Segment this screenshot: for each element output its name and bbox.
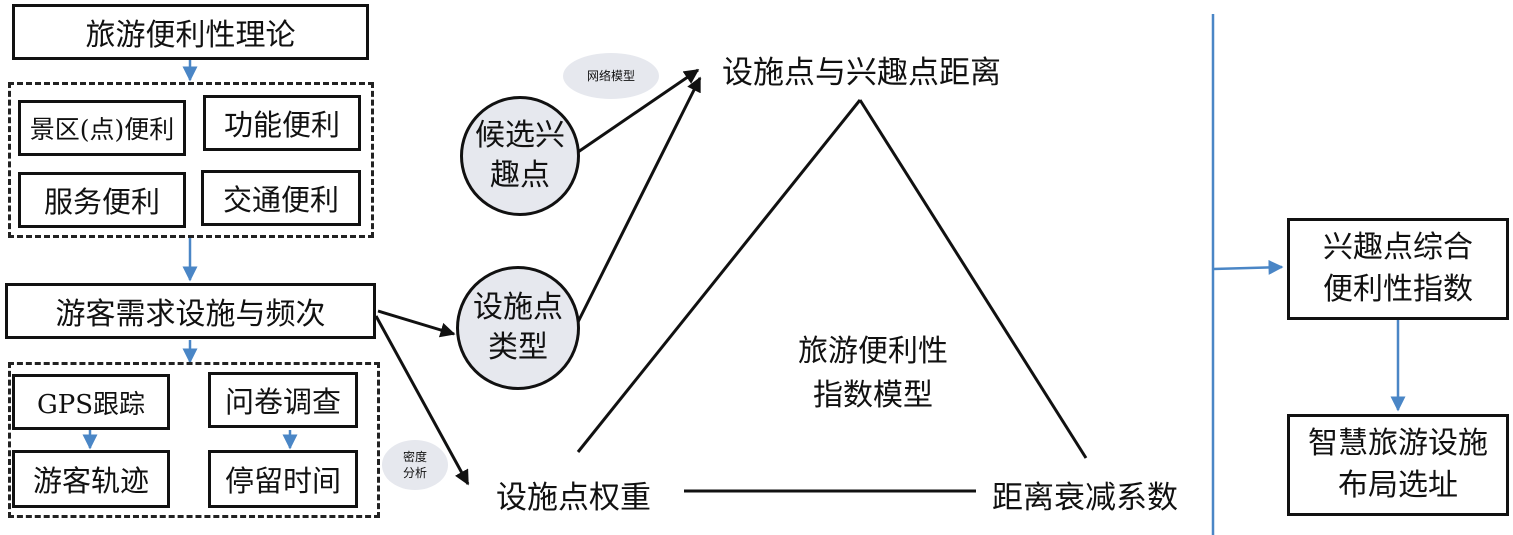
- density-analysis-bubble: 密度 分析: [382, 440, 448, 490]
- facet-function-label: 功能便利: [223, 108, 340, 142]
- arrow-demand-to-facility-type: [377, 309, 456, 338]
- method-box-trajectory: 游客轨迹: [12, 450, 170, 508]
- method-box-gps: GPS跟踪: [12, 374, 170, 430]
- theory-title-box: 旅游便利性理论: [12, 4, 369, 60]
- composite-index-line-1: 兴趣点综合: [1323, 230, 1473, 265]
- arrow-demand-to-weight: [374, 315, 470, 486]
- vertex-top-label: 设施点与兴趣点距离: [722, 55, 1001, 91]
- facet-scenic-label: 景区(点)便利: [29, 115, 175, 144]
- method-box-stay-time: 停留时间: [208, 450, 358, 508]
- method-stay-time-label: 停留时间: [224, 464, 341, 498]
- composite-index-line-2: 便利性指数: [1323, 272, 1473, 307]
- arrow-divider-to-index: [1212, 259, 1284, 275]
- facet-box-traffic: 交通便利: [201, 170, 361, 226]
- demand-title: 游客需求设施与频次: [55, 297, 326, 332]
- candidate-poi-line-2: 趣点: [490, 158, 550, 193]
- candidate-poi-line-1: 候选兴: [475, 117, 565, 153]
- composite-index-box: 兴趣点综合 便利性指数: [1287, 218, 1509, 320]
- method-gps-label: GPS跟踪: [36, 389, 146, 420]
- arrow-candidate-to-distance: [577, 68, 700, 154]
- method-box-survey: 问卷调查: [208, 372, 358, 428]
- triangle-edge-right: [858, 99, 1088, 459]
- method-trajectory-label: 游客轨迹: [32, 464, 149, 498]
- density-line-1: 密度: [402, 449, 427, 464]
- facility-type-line-1: 设施点: [473, 289, 563, 325]
- theory-facets-group: [8, 82, 374, 238]
- theory-title: 旅游便利性理论: [85, 18, 296, 53]
- demand-title-box: 游客需求设施与频次: [5, 283, 376, 339]
- facility-type-circle: 设施点 类型: [456, 266, 580, 390]
- facet-box-function: 功能便利: [203, 95, 361, 151]
- vertex-left-label: 设施点权重: [496, 480, 651, 516]
- method-survey-label: 问卷调查: [224, 385, 341, 419]
- facility-type-line-2: 类型: [488, 330, 548, 365]
- site-selection-box: 智慧旅游设施 布局选址: [1287, 414, 1509, 516]
- model-center-line-2: 指数模型: [813, 377, 933, 413]
- density-line-2: 分析: [402, 466, 427, 480]
- network-model-label: 网络模型: [586, 68, 635, 83]
- site-selection-line-1: 智慧旅游设施: [1308, 426, 1488, 461]
- network-model-bubble: 网络模型: [563, 53, 659, 99]
- facet-box-scenic: 景区(点)便利: [18, 100, 186, 156]
- facet-box-service: 服务便利: [18, 172, 186, 228]
- facet-service-label: 服务便利: [43, 185, 160, 219]
- arrow-facility-type-to-distance: [576, 76, 702, 323]
- vertex-right-label: 距离衰减系数: [992, 480, 1178, 516]
- model-center-label: 旅游便利性 指数模型: [788, 330, 958, 417]
- candidate-poi-circle: 候选兴 趣点: [460, 96, 580, 216]
- facet-traffic-label: 交通便利: [222, 183, 339, 217]
- demand-methods-group: [8, 362, 380, 518]
- site-selection-line-2: 布局选址: [1338, 468, 1458, 503]
- triangle-edge-left: [576, 99, 862, 453]
- model-center-line-1: 旅游便利性: [798, 334, 948, 369]
